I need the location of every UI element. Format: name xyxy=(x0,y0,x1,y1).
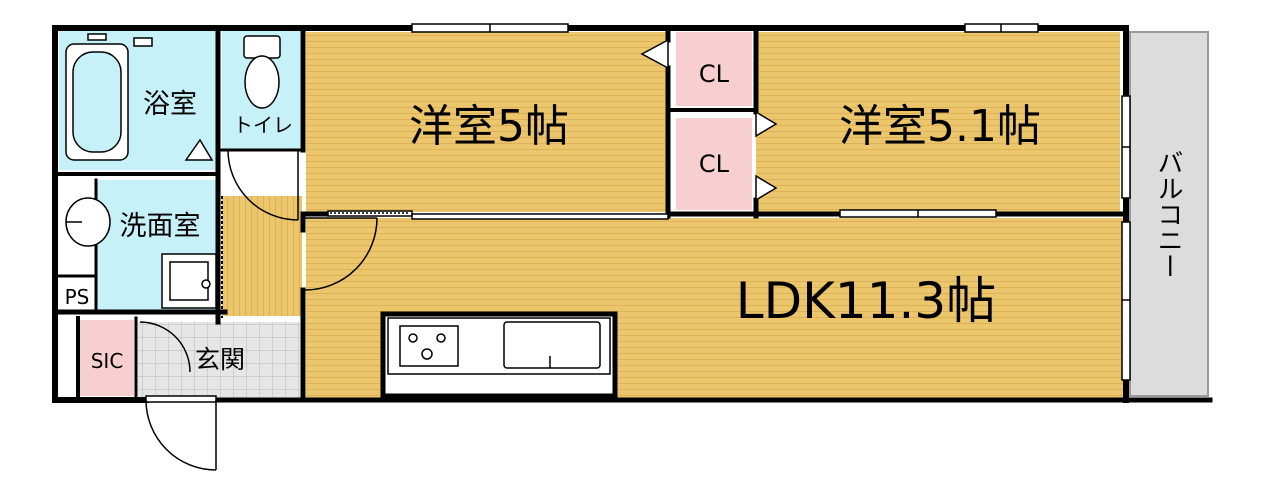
cl-top-box xyxy=(688,56,740,92)
room-label-western1: 洋室5帖 xyxy=(409,101,569,152)
room-label-ps: PS xyxy=(65,285,90,309)
room-label-bath: 浴室 xyxy=(143,89,197,120)
western1-floor xyxy=(306,32,668,212)
western2-floor xyxy=(756,32,1120,212)
windows xyxy=(411,23,1131,381)
cl-bottom-floor xyxy=(676,118,752,210)
room-label-sic: SIC xyxy=(91,349,124,373)
washer-pan xyxy=(161,253,217,309)
hall-floor xyxy=(222,196,302,316)
sink-fixture xyxy=(65,197,111,247)
room-label-western2: 洋室5.1帖 xyxy=(839,101,1041,152)
balcony-floor xyxy=(1129,31,1209,397)
sic-floor xyxy=(80,320,134,396)
room-label-toilet: トイレ xyxy=(233,113,293,137)
room-label-cl-top: CL xyxy=(699,60,730,88)
entrance-floor xyxy=(138,322,300,398)
room-label-ldk: LDK11.3帖 xyxy=(736,272,996,330)
bathtub xyxy=(65,33,214,161)
room-label-balcony: バルコニー xyxy=(1153,149,1183,279)
room-label-entrance: 玄関 xyxy=(195,345,245,374)
room-label-washroom: 洗面室 xyxy=(120,211,201,242)
kitchen-counter xyxy=(380,311,618,399)
toilet-fixture xyxy=(243,35,281,109)
doors xyxy=(139,38,997,471)
room-label-cl-bottom: CL xyxy=(699,150,730,178)
walls xyxy=(52,25,1213,403)
